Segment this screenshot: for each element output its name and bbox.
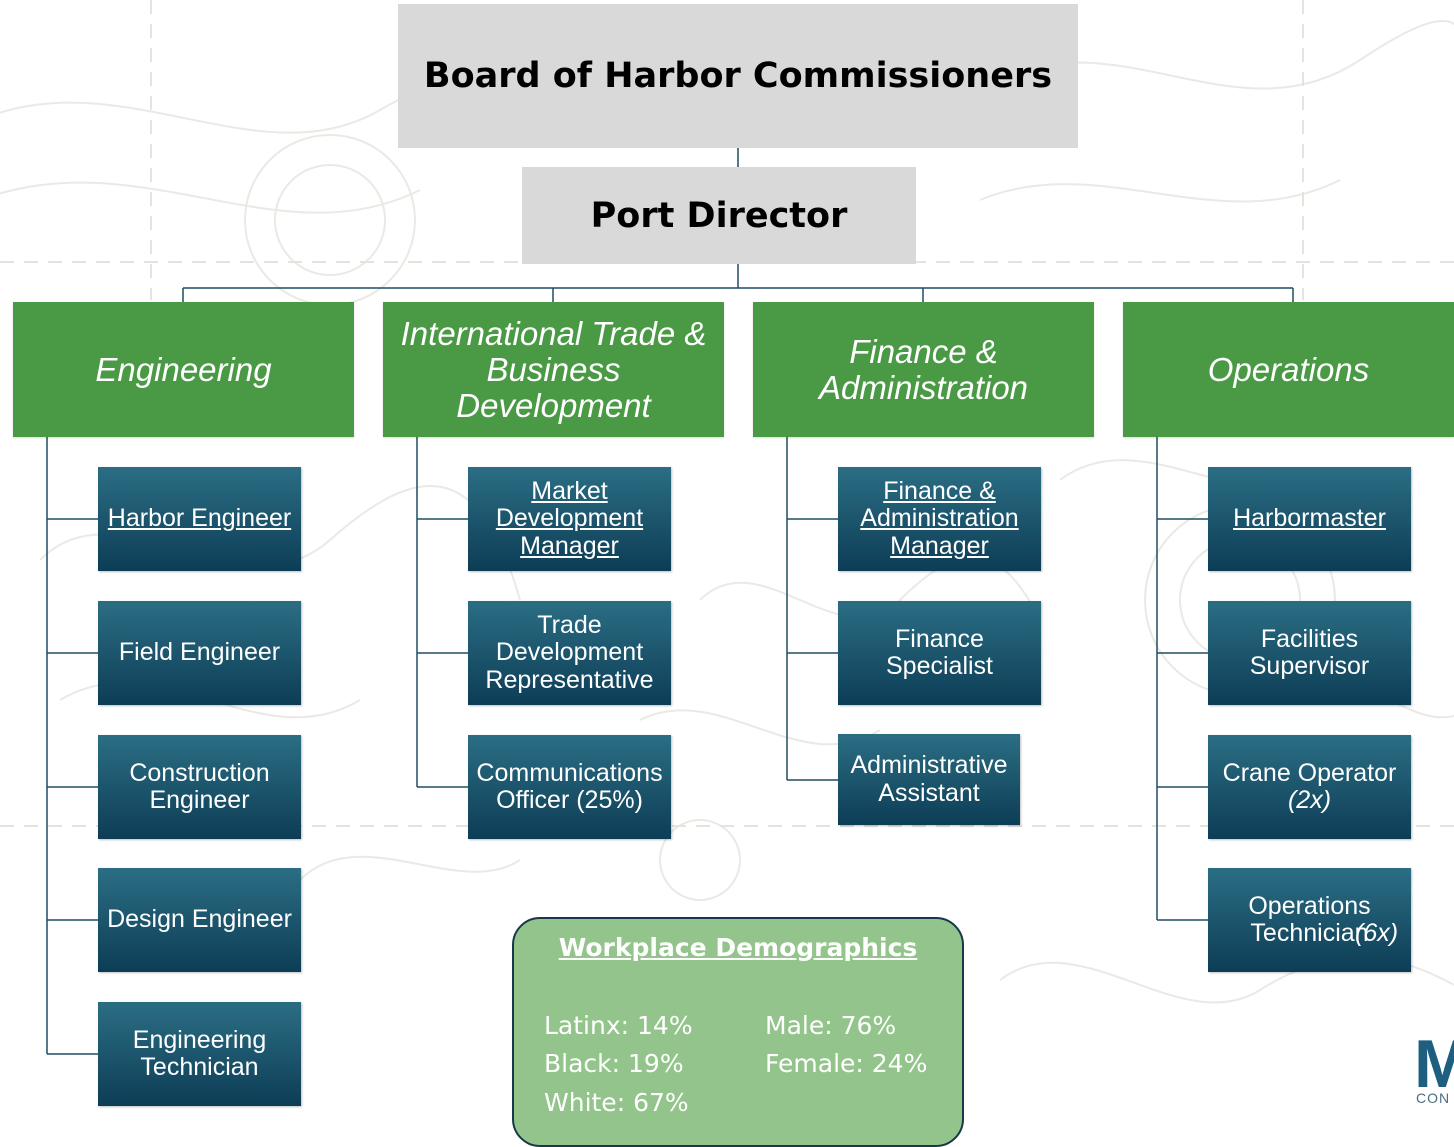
- role-label: Crane Operator: [1222, 758, 1397, 787]
- role-administrative-assistant: Administrative Assistant: [838, 734, 1020, 825]
- stat-white: White: 67%: [544, 1088, 689, 1117]
- role-label: Design Engineer: [107, 905, 292, 934]
- dept-label: Engineering: [95, 350, 272, 388]
- dept-engineering: Engineering: [13, 302, 354, 437]
- role-market-development-manager[interactable]: Market Development Manager: [468, 467, 671, 571]
- role-label: Administrative Assistant: [850, 751, 1008, 807]
- stat-female: Female: 24%: [765, 1049, 928, 1078]
- dept-finance-administration: Finance & Administration: [753, 302, 1094, 437]
- role-field-engineer: Field Engineer: [98, 601, 301, 705]
- role-label: Construction Engineer: [129, 758, 270, 814]
- logo-subtext: CON: [1416, 1090, 1451, 1106]
- role-label: Finance Specialist: [886, 624, 993, 680]
- dept-label: International Trade & Business Developme…: [400, 314, 707, 424]
- dept-label: Operations: [1207, 350, 1370, 388]
- role-communications-officer: Communications Officer (25%): [468, 735, 671, 839]
- role-count: (2x): [1287, 786, 1332, 814]
- role-label: Trade Development Representative: [485, 610, 654, 694]
- role-label[interactable]: Market Development Manager: [495, 476, 644, 560]
- stat-male: Male: 76%: [765, 1011, 897, 1040]
- role-construction-engineer: Construction Engineer: [98, 735, 301, 839]
- role-label[interactable]: Harbor Engineer: [107, 504, 292, 533]
- role-label[interactable]: Finance & Administration Manager: [860, 476, 1019, 560]
- role-harbor-engineer[interactable]: Harbor Engineer: [98, 467, 301, 571]
- logo-mark: M: [1414, 1026, 1454, 1102]
- role-crane-operator: Crane Operator (2x): [1208, 735, 1411, 839]
- role-label: Operations Technician: [1248, 891, 1371, 947]
- role-trade-development-representative: Trade Development Representative: [468, 601, 671, 705]
- role-finance-specialist: Finance Specialist: [838, 601, 1041, 705]
- dept-label: Finance & Administration: [818, 332, 1029, 406]
- role-label: Facilities Supervisor: [1249, 624, 1370, 680]
- role-harbormaster[interactable]: Harbormaster: [1208, 467, 1411, 571]
- role-engineering-technician: Engineering Technician: [98, 1002, 301, 1106]
- role-count: (6x): [1355, 919, 1399, 947]
- company-logo: M CON: [1414, 1026, 1454, 1106]
- director-title: Port Director: [590, 195, 848, 236]
- dept-international-trade: International Trade & Business Developme…: [383, 302, 724, 437]
- role-label[interactable]: Harbormaster: [1233, 504, 1386, 533]
- role-design-engineer: Design Engineer: [98, 868, 301, 972]
- demographics-title: Workplace Demographics: [558, 933, 918, 962]
- board-title: Board of Harbor Commissioners: [423, 56, 1053, 96]
- stat-latinx: Latinx: 14%: [544, 1011, 693, 1040]
- role-label: Communications Officer (25%): [476, 758, 663, 814]
- dept-operations: Operations: [1123, 302, 1454, 437]
- role-operations-technician: Operations Technician (6x): [1208, 868, 1411, 972]
- role-label: Engineering Technician: [132, 1025, 267, 1081]
- workplace-demographics-panel: Workplace Demographics Latinx: 14% Black…: [512, 917, 964, 1147]
- board-box: Board of Harbor Commissioners: [398, 4, 1078, 148]
- role-facilities-supervisor: Facilities Supervisor: [1208, 601, 1411, 705]
- role-finance-administration-manager[interactable]: Finance & Administration Manager: [838, 467, 1041, 571]
- stat-black: Black: 19%: [544, 1049, 684, 1078]
- director-box: Port Director: [522, 167, 916, 264]
- role-label: Field Engineer: [118, 638, 281, 667]
